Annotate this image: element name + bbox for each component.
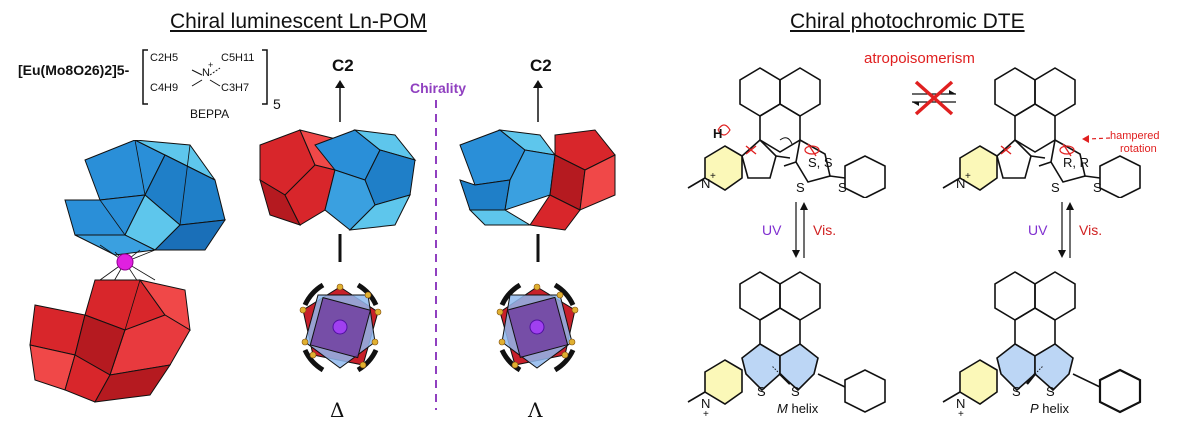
h-atom-label: H xyxy=(713,126,723,141)
beppa-cation xyxy=(142,49,268,105)
chirality-label: Chirality xyxy=(410,80,467,96)
rotation-label: rotation xyxy=(1120,143,1157,155)
dte-open-ss-molecule xyxy=(687,67,886,198)
pom-formula: [Eu(Mo8O26)2]5- xyxy=(18,62,129,78)
vis-label-right: Vis. xyxy=(1079,222,1103,238)
right-panel-title: Chiral photochromic DTE xyxy=(790,10,1025,33)
p-pyridinium-n: N xyxy=(956,396,966,411)
uv-label-left: UV xyxy=(762,222,782,238)
vis-label-left: Vis. xyxy=(813,222,837,238)
rr-pyridinium-n: N xyxy=(956,176,966,191)
blocked-equilibrium-arrows xyxy=(912,80,956,116)
pom-delta-structure xyxy=(259,129,417,231)
cation-r4: C3H7 xyxy=(221,82,250,94)
rr-pyridinium-plus: + xyxy=(965,171,971,182)
m-pyridinium-plus: + xyxy=(703,409,709,420)
p-sulfur-right: S xyxy=(1046,384,1055,399)
uv-label-right: UV xyxy=(1028,222,1048,238)
uv-vis-arrows-right xyxy=(1058,202,1074,258)
cation-name: BEPPA xyxy=(190,107,230,121)
cation-center-atom: N xyxy=(202,67,210,79)
left-panel-title: Chiral luminescent Ln-POM xyxy=(170,10,427,33)
ss-sulfur-right: S xyxy=(838,180,847,195)
pom-lambda-structure xyxy=(459,129,616,231)
c2-axis-right-arrow xyxy=(533,80,543,122)
p-helix-label: P helix xyxy=(1030,401,1070,416)
dte-closed-m-molecule xyxy=(687,271,886,413)
hampered-rotation-arrow xyxy=(1082,135,1111,143)
rr-sulfur-left: S xyxy=(1051,180,1060,195)
rr-stereo-label: R, R xyxy=(1063,155,1089,170)
p-sulfur-left: S xyxy=(1012,384,1021,399)
delta-top-view xyxy=(299,282,382,373)
hampered-label: hampered xyxy=(1110,130,1160,142)
cation-r2: C5H11 xyxy=(221,52,255,64)
m-helix-label: M helix xyxy=(777,401,819,416)
red-polyhedra-cluster xyxy=(29,279,191,403)
m-sulfur-right: S xyxy=(791,384,800,399)
delta-label: Δ xyxy=(330,398,345,422)
lambda-link-bar xyxy=(536,234,540,262)
pom-side-structure xyxy=(29,140,227,403)
cation-charge: + xyxy=(208,60,214,70)
blue-polyhedra-cluster xyxy=(64,140,227,256)
eu-ion xyxy=(116,253,134,271)
m-sulfur-left: S xyxy=(757,384,766,399)
rr-sulfur-right: S xyxy=(1093,180,1102,195)
uv-vis-arrows-left xyxy=(792,202,808,258)
dte-closed-p-molecule xyxy=(942,271,1142,414)
lambda-top-view xyxy=(496,282,579,373)
c2-label-left: C2 xyxy=(332,56,354,75)
m-pyridinium-n: N xyxy=(701,396,711,411)
delta-link-bar xyxy=(338,234,342,262)
c2-label-right: C2 xyxy=(530,56,552,75)
cation-r3: C4H9 xyxy=(150,82,179,94)
formula-text: [Eu(Mo8O26)2]5- xyxy=(18,62,130,78)
atropoisomerism-label: atropoisomerism xyxy=(864,50,975,67)
ss-pyridinium-plus: + xyxy=(710,171,716,182)
ss-stereo-label: S, S xyxy=(808,155,833,170)
dte-open-rr-molecule xyxy=(942,67,1141,198)
cation-count: 5 xyxy=(273,96,281,112)
ss-pyridinium-n: N xyxy=(701,176,711,191)
c2-axis-left-arrow xyxy=(335,80,345,122)
cation-r1: C2H5 xyxy=(150,52,179,64)
ss-sulfur-left: S xyxy=(796,180,805,195)
lambda-label: Λ xyxy=(528,398,543,422)
mirror-plane-line xyxy=(435,100,437,410)
p-pyridinium-plus: + xyxy=(958,409,964,420)
